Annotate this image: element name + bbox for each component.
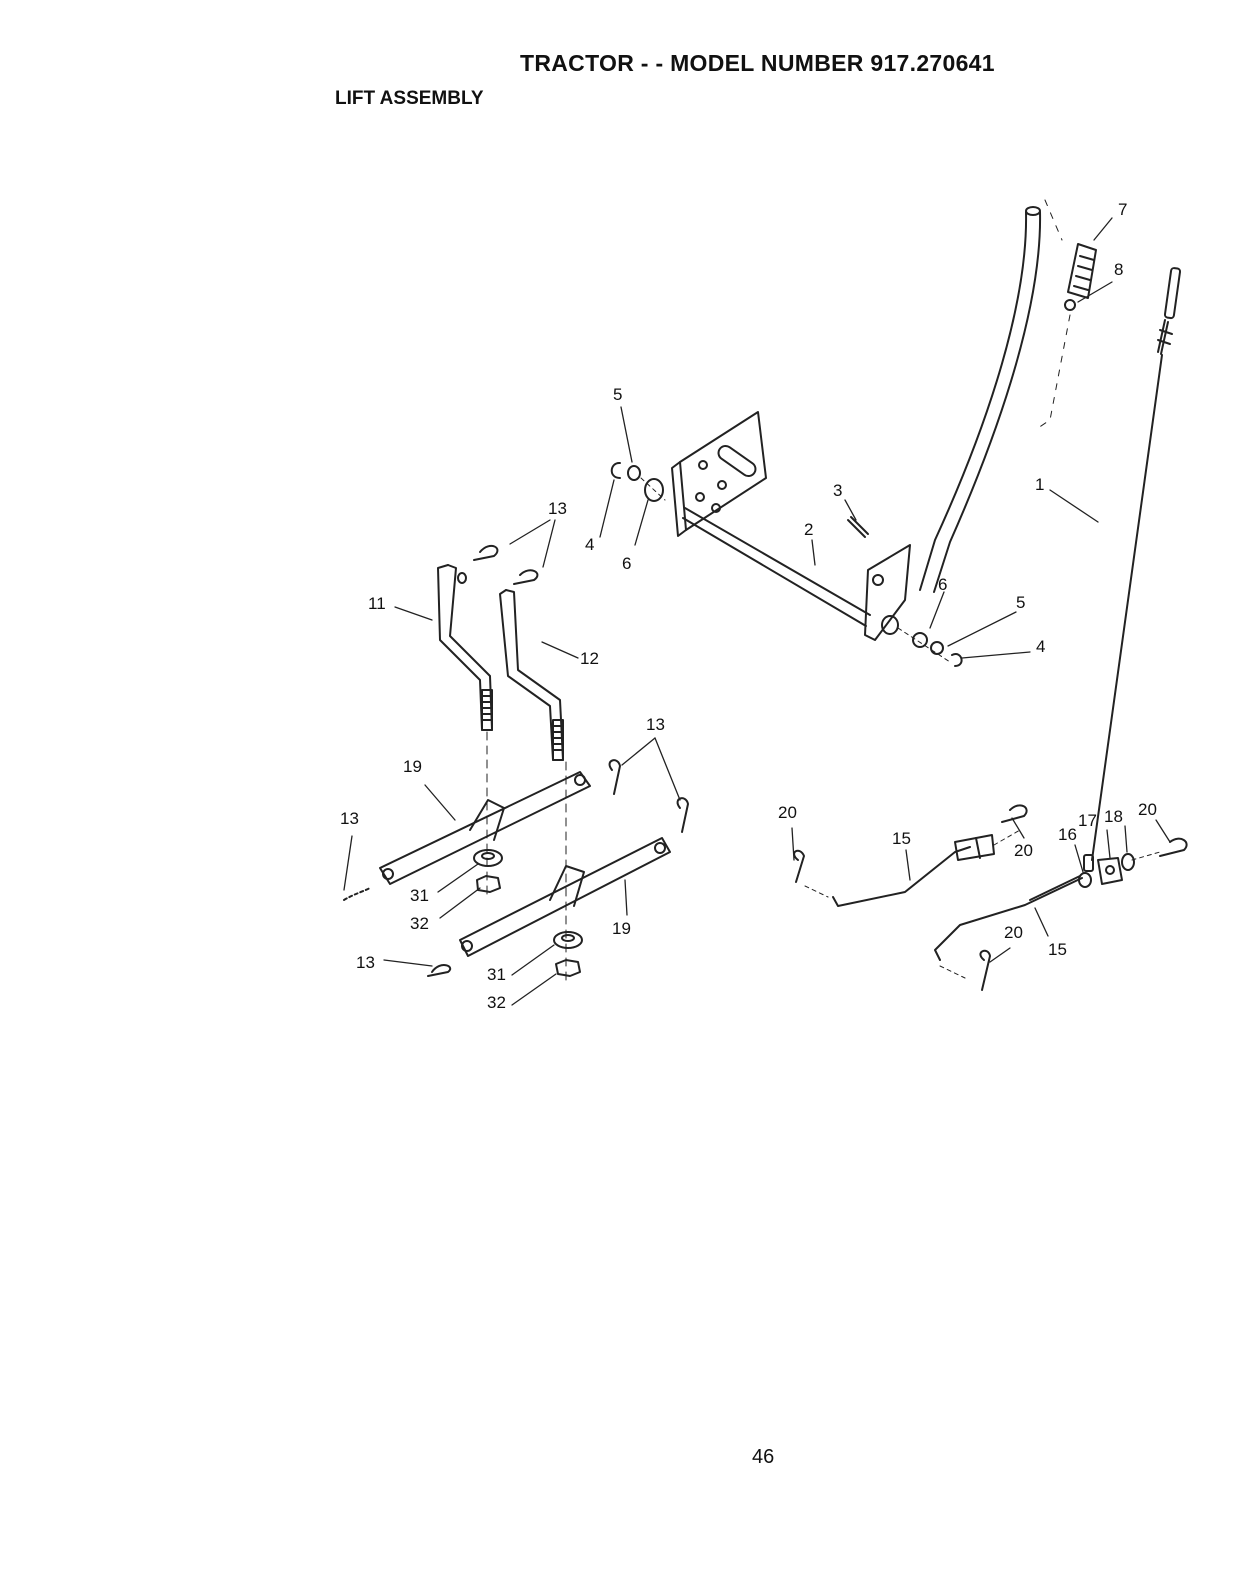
lift-handle [920, 207, 1040, 592]
callout-15: 15 [1048, 940, 1067, 959]
callout-12: 12 [580, 649, 599, 668]
callout-19: 19 [612, 919, 631, 938]
lift-link-left [438, 565, 492, 730]
callout-20: 20 [778, 803, 797, 822]
page-number: 46 [752, 1446, 774, 1469]
hair-pin-top-1 [474, 546, 497, 560]
cross-shaft [683, 508, 870, 626]
callout-4: 4 [585, 535, 594, 554]
hair-pin-left [344, 888, 370, 900]
callout-18: 18 [1104, 807, 1123, 826]
nut-upper [477, 876, 500, 892]
callout-13: 13 [548, 499, 567, 518]
callout-13: 13 [356, 953, 375, 972]
callout-17: 17 [1078, 811, 1097, 830]
clip-left [612, 463, 620, 478]
callout-32: 32 [487, 993, 506, 1012]
lift-arm-upper [380, 772, 590, 884]
hair-pin-20-a [794, 851, 804, 882]
callout-11: 11 [368, 594, 386, 613]
callout-8: 8 [1114, 260, 1123, 279]
callout-7: 7 [1118, 200, 1127, 219]
hair-pin-mid-1 [610, 760, 620, 794]
callout-5: 5 [613, 385, 622, 404]
callout-15: 15 [892, 829, 911, 848]
hair-pin-20-d [980, 951, 990, 990]
callout-numbers: 7 8 1 2 3 5 4 6 6 5 4 13 11 12 13 19 13 … [340, 200, 1157, 1012]
callout-6: 6 [622, 554, 631, 573]
callout-16: 16 [1058, 825, 1077, 844]
callout-13: 13 [340, 809, 359, 828]
callout-20: 20 [1138, 800, 1157, 819]
callout-20: 20 [1004, 923, 1023, 942]
spacer-18 [1122, 854, 1134, 870]
callout-5: 5 [1016, 593, 1025, 612]
handle-grip [1068, 244, 1096, 298]
rod-dash-lines [805, 830, 1160, 978]
hair-pin-top-2 [514, 570, 537, 584]
hair-pin-20-c [1160, 839, 1187, 856]
callout-19: 19 [403, 757, 422, 776]
washer-right [913, 633, 927, 647]
callout-13: 13 [646, 715, 665, 734]
lift-arm-lower [460, 838, 670, 956]
clip-right [952, 654, 962, 666]
hair-pin-bottom [428, 965, 450, 976]
key [848, 517, 868, 537]
lift-rod [1084, 268, 1180, 871]
callout-1: 1 [1035, 475, 1044, 494]
shaft-bracket [865, 545, 910, 640]
callout-6: 6 [938, 575, 947, 594]
mounting-plate [672, 412, 766, 536]
callout-2: 2 [804, 520, 813, 539]
callout-31: 31 [410, 886, 429, 905]
hair-pin-mid-2 [678, 798, 688, 832]
hair-pin-20-b [1002, 805, 1027, 822]
callout-4: 4 [1036, 637, 1045, 656]
leader-lines [344, 218, 1170, 1005]
grip-cap [1065, 300, 1075, 310]
callout-3: 3 [833, 481, 842, 500]
block-17 [1098, 858, 1122, 884]
lift-rod-upper [833, 835, 994, 906]
callout-31: 31 [487, 965, 506, 984]
washer-16 [1079, 873, 1091, 887]
callout-20: 20 [1014, 841, 1033, 860]
nut-lower [556, 960, 580, 976]
callout-32: 32 [410, 914, 429, 933]
lift-link-right [500, 590, 563, 760]
washer-left [628, 466, 640, 480]
